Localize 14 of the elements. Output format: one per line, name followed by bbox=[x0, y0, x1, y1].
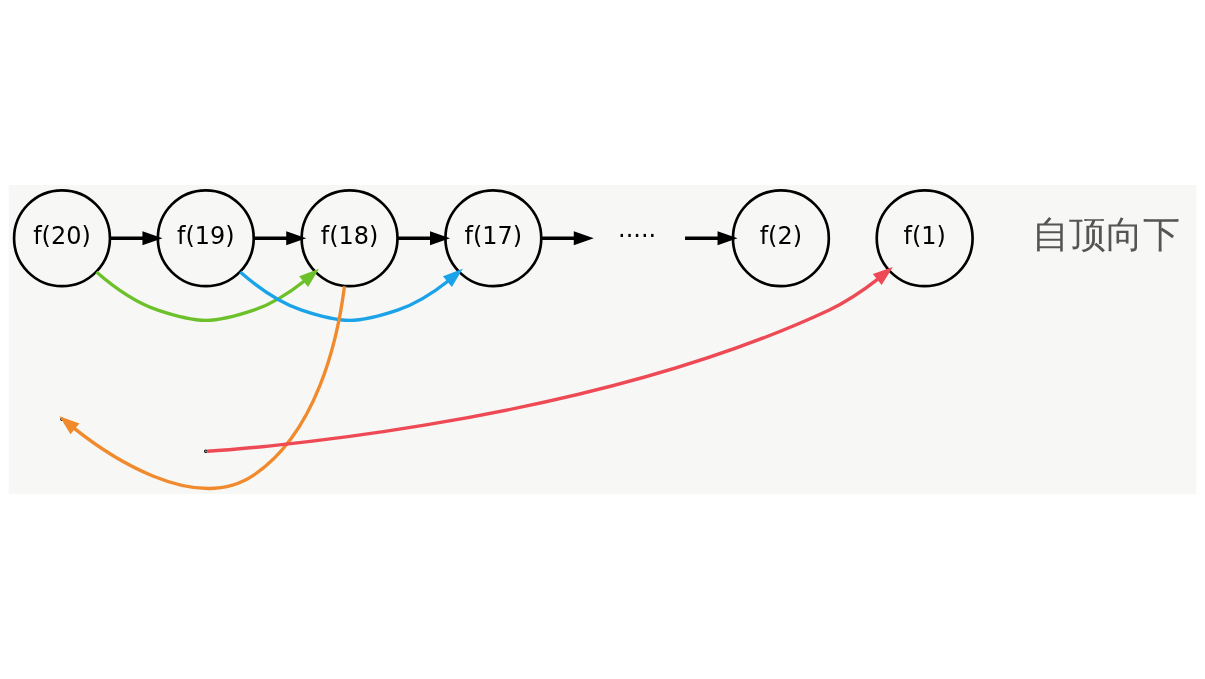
arrow bbox=[685, 231, 738, 246]
arrow bbox=[95, 268, 319, 322]
node-circle: f(2) bbox=[731, 189, 831, 288]
node-circle: f(19) bbox=[156, 189, 256, 288]
node-text: ····· bbox=[618, 222, 657, 251]
arrow bbox=[207, 267, 893, 453]
node-circle: f(20) bbox=[12, 189, 112, 288]
label: 自顶向下 bbox=[1031, 212, 1180, 257]
arrow bbox=[541, 231, 594, 246]
arrow bbox=[253, 231, 307, 246]
arrow bbox=[239, 268, 463, 322]
arrow bbox=[397, 231, 450, 246]
node-circle: f(1) bbox=[875, 189, 974, 288]
arrow bbox=[109, 231, 163, 246]
